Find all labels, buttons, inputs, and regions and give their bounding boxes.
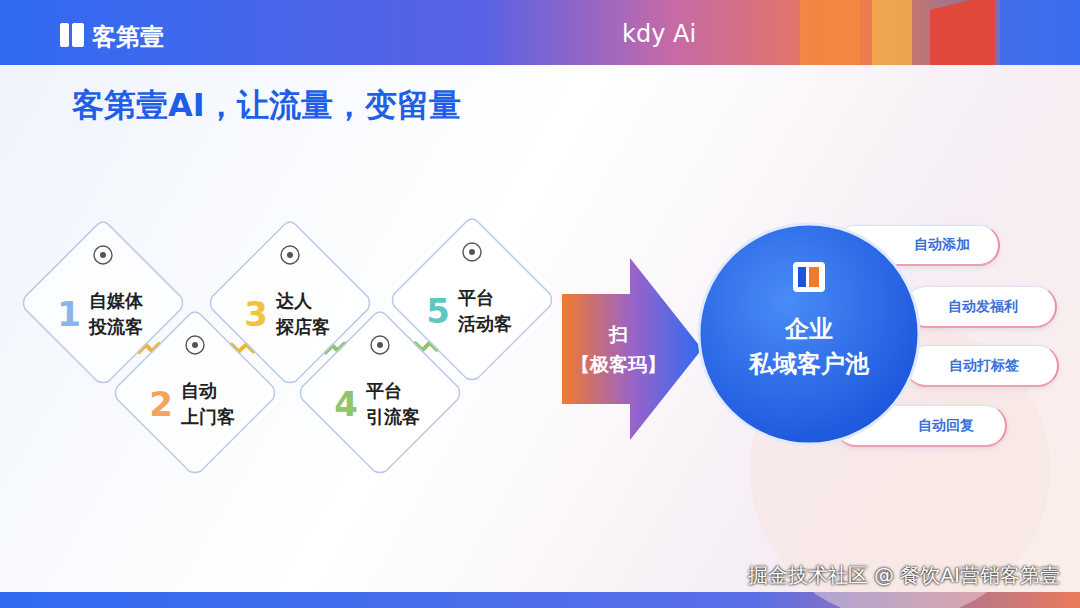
source-label: 达人 探店客: [276, 288, 336, 340]
feature-pill: 自动发福利: [905, 286, 1057, 328]
watermark: 掘金技术社区 @ 餐饮AI营销客第壹: [748, 562, 1060, 589]
deco-stripe: [800, 0, 860, 65]
deco-block: [1000, 0, 1080, 65]
pool-disc: [699, 224, 919, 444]
top-bar: [0, 0, 1080, 65]
source-label: 平台 引流客: [366, 378, 426, 430]
logo-bar: [809, 267, 819, 287]
icon-ring: [281, 246, 299, 264]
icon-ring: [94, 246, 112, 264]
logo-bar: [798, 267, 806, 287]
icon-dot: [469, 249, 475, 255]
arrow-body: [562, 258, 702, 440]
pool-logo: [793, 262, 825, 292]
deco-one: [930, 0, 995, 65]
callout-number: 5: [426, 294, 450, 328]
icon-ring: [463, 243, 481, 261]
pool-label: 企业 私域客户池: [745, 312, 873, 382]
source-icon: [94, 246, 112, 264]
icon-dot: [192, 342, 198, 348]
icon-ring: [186, 336, 204, 354]
source-icon: [281, 246, 299, 264]
feature-label: 自动添加: [914, 236, 970, 254]
source-label: 自媒体 投流客: [89, 288, 149, 340]
scan-arrow: 扫 【极客玛】: [562, 258, 702, 440]
logo-bg: [793, 262, 825, 292]
deco-stripe: [872, 0, 912, 65]
callout-number: 1: [57, 297, 81, 331]
icon-dot: [287, 252, 293, 258]
feature-label: 自动打标签: [949, 357, 1019, 375]
diamond-border: [393, 219, 552, 380]
feature-label: 自动回复: [918, 417, 974, 435]
source-icon: [186, 336, 204, 354]
brand-tag: kdy Ai: [622, 20, 696, 48]
icon-dot: [100, 252, 106, 258]
feature-pill: 自动打标签: [905, 345, 1059, 387]
callout-number: 4: [334, 387, 358, 421]
callout-number: 2: [149, 387, 173, 421]
slide-title: 客第壹AI，让流量，变留量: [72, 84, 461, 128]
source-icon: [463, 243, 481, 261]
brand-logo-icon: [60, 23, 84, 47]
arrow-shape: [562, 258, 702, 440]
brand-name: 客第壹: [92, 21, 164, 53]
feature-label: 自动发福利: [948, 298, 1018, 316]
source-diamond: 5平台 活动客: [387, 215, 557, 385]
source-icon: [371, 336, 389, 354]
source-label: 平台 活动客: [458, 285, 518, 337]
pool-circle: 企业 私域客户池: [697, 222, 921, 446]
callout-number: 3: [244, 297, 268, 331]
scan-label: 扫 【极客玛】: [566, 319, 670, 380]
icon-ring: [371, 336, 389, 354]
source-label: 自动 上门客: [181, 378, 241, 430]
icon-dot: [377, 342, 383, 348]
